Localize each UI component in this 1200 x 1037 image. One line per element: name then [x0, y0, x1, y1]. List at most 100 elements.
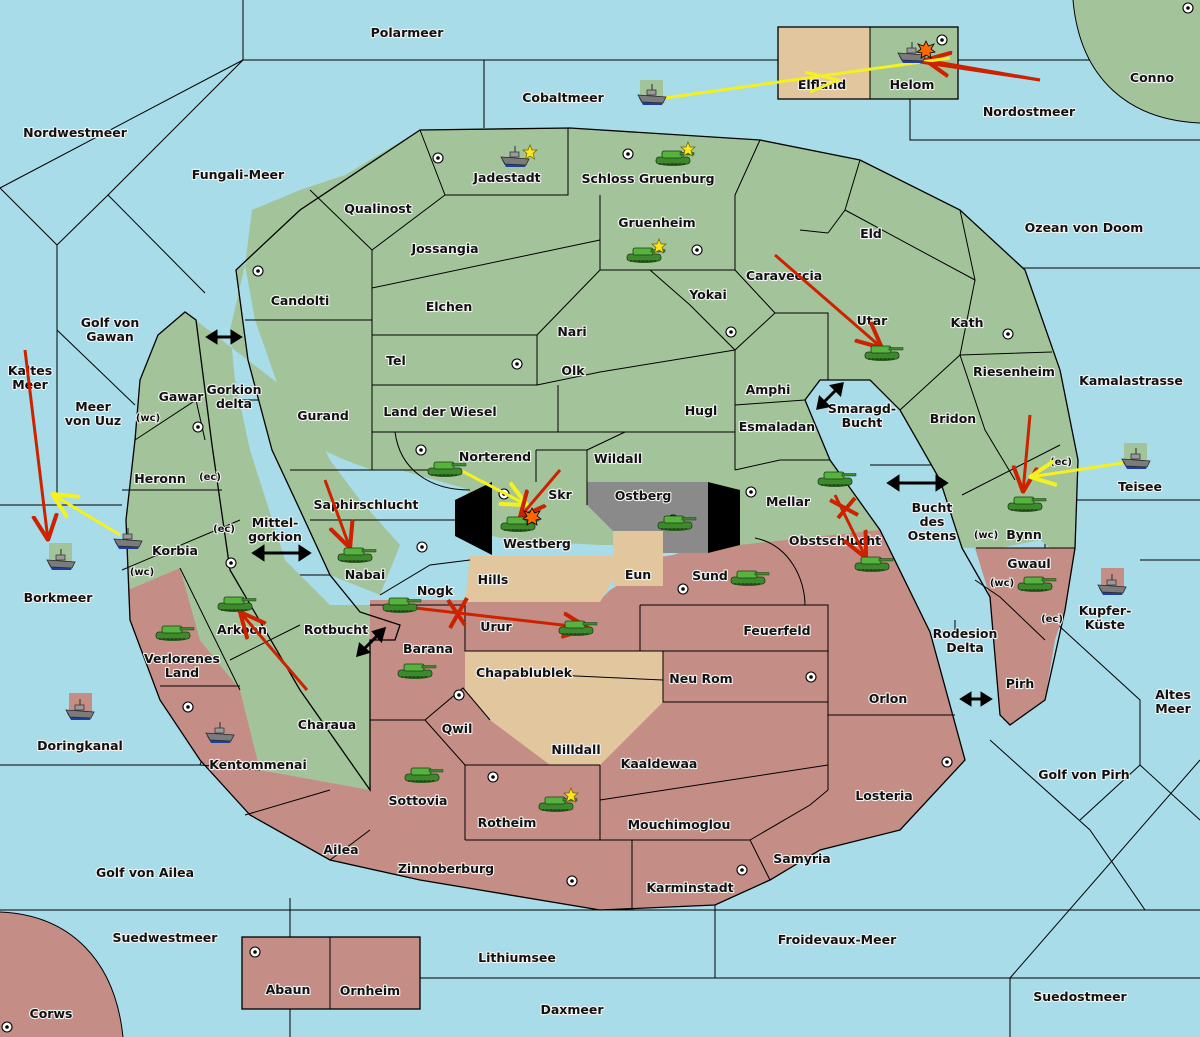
province-conno — [1073, 0, 1200, 123]
label-helom: Helom — [890, 77, 935, 92]
impassable-ends — [455, 482, 740, 555]
order-move-arrow — [1023, 414, 1030, 492]
double-arrow-icon — [205, 329, 243, 345]
label-olk: Olk — [561, 363, 585, 378]
order-move-arrow — [919, 60, 1041, 82]
label-nogk: Nogk — [417, 583, 454, 598]
label-qualinost: Qualinost — [344, 201, 411, 216]
province-ornheim — [330, 937, 420, 1009]
province-chapablublek-nilldall — [465, 651, 663, 765]
label-riesenheim: Riesenheim — [973, 364, 1055, 379]
label-qwil: Qwil — [442, 721, 473, 736]
coast-tag: (ec) — [213, 524, 235, 535]
label-sund: Sund — [692, 568, 728, 583]
label-orlon: Orlon — [869, 691, 908, 706]
province-corws — [0, 912, 123, 1037]
label-karminstadt: Karminstadt — [646, 880, 733, 895]
label-elchen: Elchen — [426, 299, 473, 314]
label-westberg: Westberg — [503, 536, 571, 551]
label-saphirschlucht: Saphirschlucht — [314, 497, 419, 512]
label-barana: Barana — [403, 641, 453, 656]
label-cobaltmeer: Cobaltmeer — [522, 90, 604, 105]
label-eld: Eld — [860, 226, 882, 241]
label-lithiumsee: Lithiumsee — [478, 950, 556, 965]
label-losteria: Losteria — [855, 788, 912, 803]
label-nari: Nari — [557, 324, 586, 339]
label-amphi: Amphi — [746, 382, 791, 397]
label-fungali-meer: Fungali-Meer — [192, 167, 285, 182]
supply-center-icon — [249, 946, 261, 958]
province-hills — [465, 556, 613, 602]
label-candolti: Candolti — [271, 293, 330, 308]
passage-arrows — [205, 329, 993, 707]
label-obstschlucht: Obstschlucht — [789, 533, 881, 548]
label-suedostmeer: Suedostmeer — [1033, 989, 1127, 1004]
label-mittel-gorkion: Mittel-gorkion — [248, 515, 302, 544]
coast-tag: (wc) — [130, 567, 154, 578]
army-icon — [382, 597, 422, 614]
supply-center-icon — [805, 671, 817, 683]
supply-center-icon — [745, 486, 757, 498]
order-move-arrow — [323, 479, 350, 548]
label-gurand: Gurand — [297, 408, 349, 423]
supply-center-icon — [511, 358, 523, 370]
label-zinnoberburg: Zinnoberburg — [398, 861, 494, 876]
province-eun — [613, 531, 663, 586]
label-kamalastrasse: Kamalastrasse — [1079, 373, 1183, 388]
order-support-line — [52, 494, 121, 537]
label-kupfer-k-ste: Kupfer-Küste — [1079, 603, 1132, 632]
supply-center-icon — [453, 689, 465, 701]
label-korbia: Korbia — [152, 543, 198, 558]
label-wildall: Wildall — [594, 451, 642, 466]
label-kath: Kath — [951, 315, 984, 330]
label-rotheim: Rotheim — [478, 815, 537, 830]
label-skr: Skr — [548, 487, 572, 502]
supply-center-icon — [252, 265, 264, 277]
order-move-arrow — [774, 253, 882, 348]
army-icon — [558, 620, 598, 637]
label-gwaul: Gwaul — [1007, 556, 1050, 571]
label-froidevaux-meer: Froidevaux-Meer — [778, 932, 897, 947]
label-conno: Conno — [1130, 70, 1175, 85]
army-icon — [217, 596, 257, 613]
label-doringkanal: Doringkanal — [37, 738, 123, 753]
order-support-marker — [804, 70, 843, 94]
supply-center-icon — [192, 421, 204, 433]
label-schloss-gruenburg: Schloss Gruenburg — [581, 171, 714, 186]
label-kentommenai: Kentommenai — [209, 757, 307, 772]
label-nordostmeer: Nordostmeer — [983, 104, 1076, 119]
coast-tag: (ec) — [1041, 614, 1063, 625]
order-support-line — [459, 468, 527, 505]
label-polarmeer: Polarmeer — [371, 25, 445, 40]
army-icon — [657, 515, 697, 532]
army-icon — [864, 345, 904, 362]
label-nordwestmeer: Nordwestmeer — [23, 125, 128, 140]
order-move-arrow — [414, 606, 588, 628]
label-heronn: Heronn — [134, 471, 186, 486]
supply-center-icon — [415, 444, 427, 456]
label-abaun: Abaun — [266, 982, 311, 997]
label-golf-von-pirh: Golf von Pirh — [1038, 767, 1129, 782]
supply-center-icon — [941, 756, 953, 768]
label-yokai: Yokai — [688, 287, 727, 302]
order-move-arrow — [23, 349, 48, 540]
label-kaaldewaa: Kaaldewaa — [621, 756, 698, 771]
supply-center-icon — [225, 557, 237, 569]
label-bridon: Bridon — [930, 411, 976, 426]
label-sottovia: Sottovia — [389, 793, 448, 808]
failed-order-x — [829, 496, 859, 520]
army-icon — [404, 767, 444, 784]
label-caraveccia: Caraveccia — [746, 268, 822, 283]
supply-center-icon — [677, 583, 689, 595]
label-teisee: Teisee — [1118, 479, 1162, 494]
label-samyria: Samyria — [773, 851, 831, 866]
